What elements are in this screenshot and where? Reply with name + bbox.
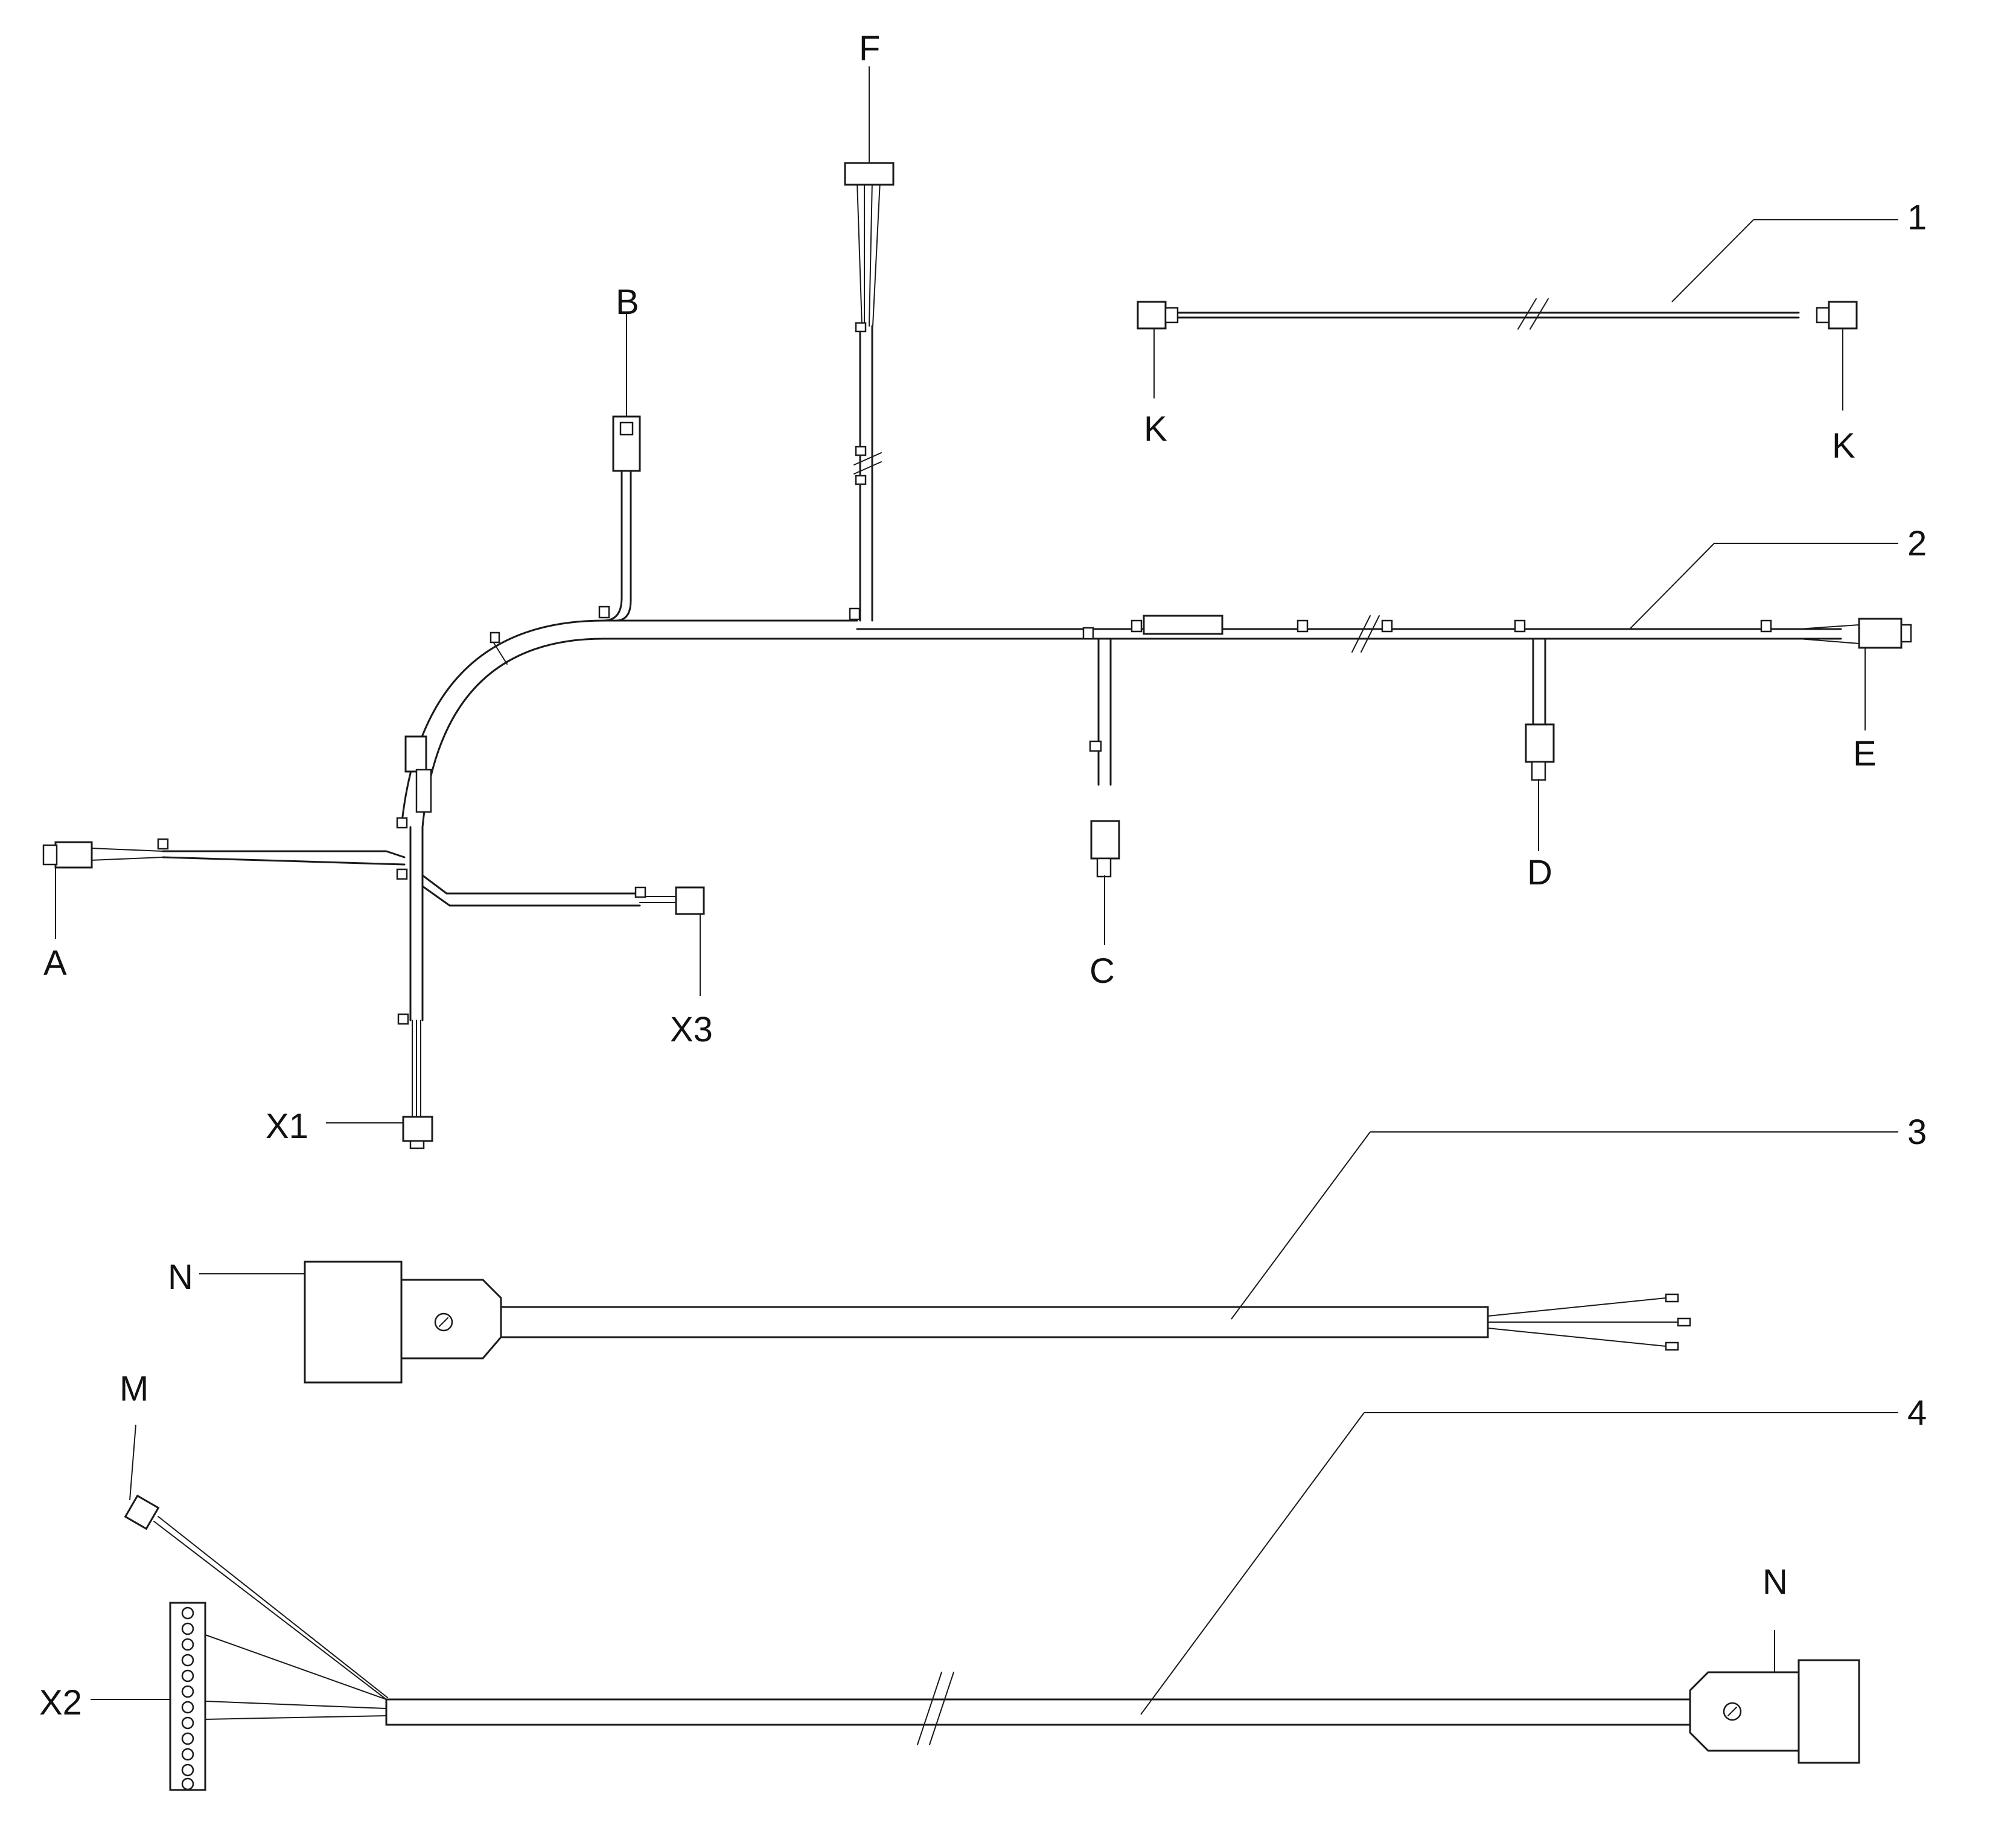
label-m: M bbox=[120, 1369, 148, 1408]
label-x1: X1 bbox=[266, 1107, 308, 1146]
connector-n-top bbox=[304, 1261, 403, 1384]
label-a: A bbox=[43, 944, 67, 983]
connector-k-right bbox=[1828, 301, 1858, 330]
label-d: D bbox=[1527, 853, 1552, 892]
connector-x1 bbox=[402, 1116, 433, 1142]
label-x3: X3 bbox=[670, 1010, 713, 1049]
label-k-right: K bbox=[1832, 426, 1855, 465]
harness-3 bbox=[199, 1131, 1898, 1384]
label-c: C bbox=[1089, 951, 1115, 991]
label-n-top: N bbox=[168, 1258, 193, 1297]
harness-4 bbox=[91, 1412, 1898, 1791]
label-f: F bbox=[859, 29, 880, 68]
connector-a bbox=[54, 841, 93, 869]
label-3: 3 bbox=[1907, 1113, 1927, 1152]
label-k-left: K bbox=[1144, 409, 1167, 449]
labels: F B 1 K K 2 E A C D X3 X1 3 N M 4 N X2 bbox=[39, 29, 1927, 1722]
label-x2: X2 bbox=[39, 1683, 82, 1722]
connector-f bbox=[844, 162, 895, 186]
connector-n-bottom bbox=[1797, 1659, 1860, 1764]
label-1: 1 bbox=[1907, 198, 1927, 237]
harness-2 bbox=[42, 66, 1912, 1149]
connector-k-left bbox=[1137, 301, 1167, 330]
connector-m bbox=[124, 1494, 160, 1530]
connector-d bbox=[1525, 723, 1555, 763]
harness-1 bbox=[1137, 219, 1898, 411]
label-n-bottom: N bbox=[1762, 1562, 1788, 1602]
label-4: 4 bbox=[1907, 1393, 1927, 1433]
connector-c bbox=[1090, 820, 1120, 860]
label-b: B bbox=[616, 283, 639, 322]
label-2: 2 bbox=[1907, 524, 1927, 563]
connector-e bbox=[1858, 618, 1903, 649]
connector-x3 bbox=[675, 886, 705, 915]
label-e: E bbox=[1853, 734, 1877, 773]
terminal-screws bbox=[181, 1606, 194, 1791]
